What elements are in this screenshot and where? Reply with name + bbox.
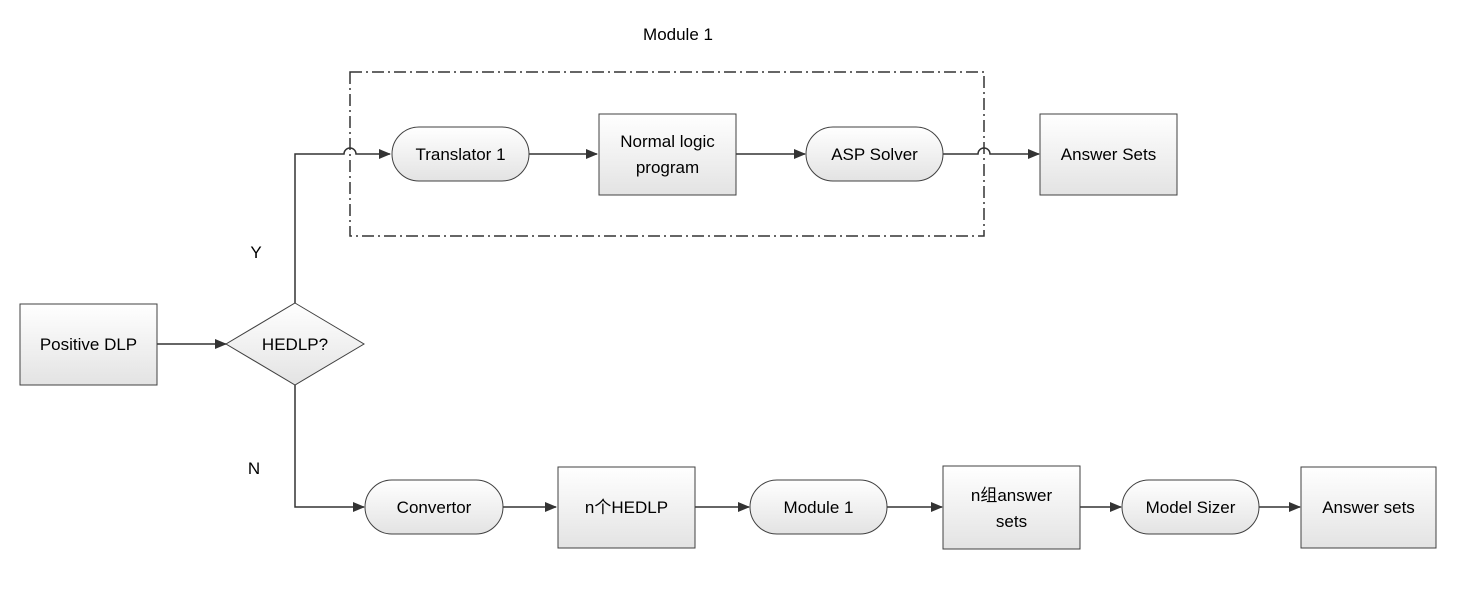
node-normal-logic-program-line-2: program xyxy=(636,158,699,177)
node-module-1: Module 1 xyxy=(749,479,888,535)
node-answer-sets-bottom: Answer sets xyxy=(1300,466,1437,549)
node-convertor: Convertor xyxy=(364,479,504,535)
module-1-boundary xyxy=(349,71,985,237)
node-n-answer-sets-line-1: n组answer xyxy=(971,486,1053,505)
node-answer-sets-top: Answer Sets xyxy=(1039,113,1178,196)
module-1-title: Module 1 xyxy=(643,25,713,44)
node-hedlp-decision: HEDLP? xyxy=(225,302,365,386)
edge-asp-to-answer-sets xyxy=(943,147,1040,159)
node-translator-1: Translator 1 xyxy=(391,126,530,182)
node-asp-solver-label: ASP Solver xyxy=(831,145,918,164)
node-model-sizer-label: Model Sizer xyxy=(1146,498,1236,517)
branch-label-no: N xyxy=(248,459,260,478)
node-module-1-label: Module 1 xyxy=(784,498,854,517)
node-answer-sets-top-label: Answer Sets xyxy=(1061,145,1156,164)
node-n-answer-sets: n组answer sets xyxy=(942,465,1081,550)
node-n-answer-sets-line-2: sets xyxy=(996,512,1027,531)
branch-label-yes: Y xyxy=(250,243,261,262)
node-translator-1-label: Translator 1 xyxy=(415,145,505,164)
node-n-hedlp-label: n个HEDLP xyxy=(585,498,668,517)
node-normal-logic-program: Normal logic program xyxy=(598,113,737,196)
node-normal-logic-program-line-1: Normal logic xyxy=(620,132,715,151)
node-answer-sets-bottom-label: Answer sets xyxy=(1322,498,1415,517)
node-hedlp-decision-label: HEDLP? xyxy=(262,335,328,354)
node-n-hedlp: n个HEDLP xyxy=(557,466,696,549)
edge-yes-branch xyxy=(294,147,391,303)
node-convertor-label: Convertor xyxy=(397,498,472,517)
node-positive-dlp: Positive DLP xyxy=(19,303,158,386)
node-asp-solver: ASP Solver xyxy=(805,126,944,182)
node-model-sizer: Model Sizer xyxy=(1121,479,1260,535)
node-positive-dlp-label: Positive DLP xyxy=(40,335,137,354)
edge-no-branch xyxy=(294,385,365,512)
